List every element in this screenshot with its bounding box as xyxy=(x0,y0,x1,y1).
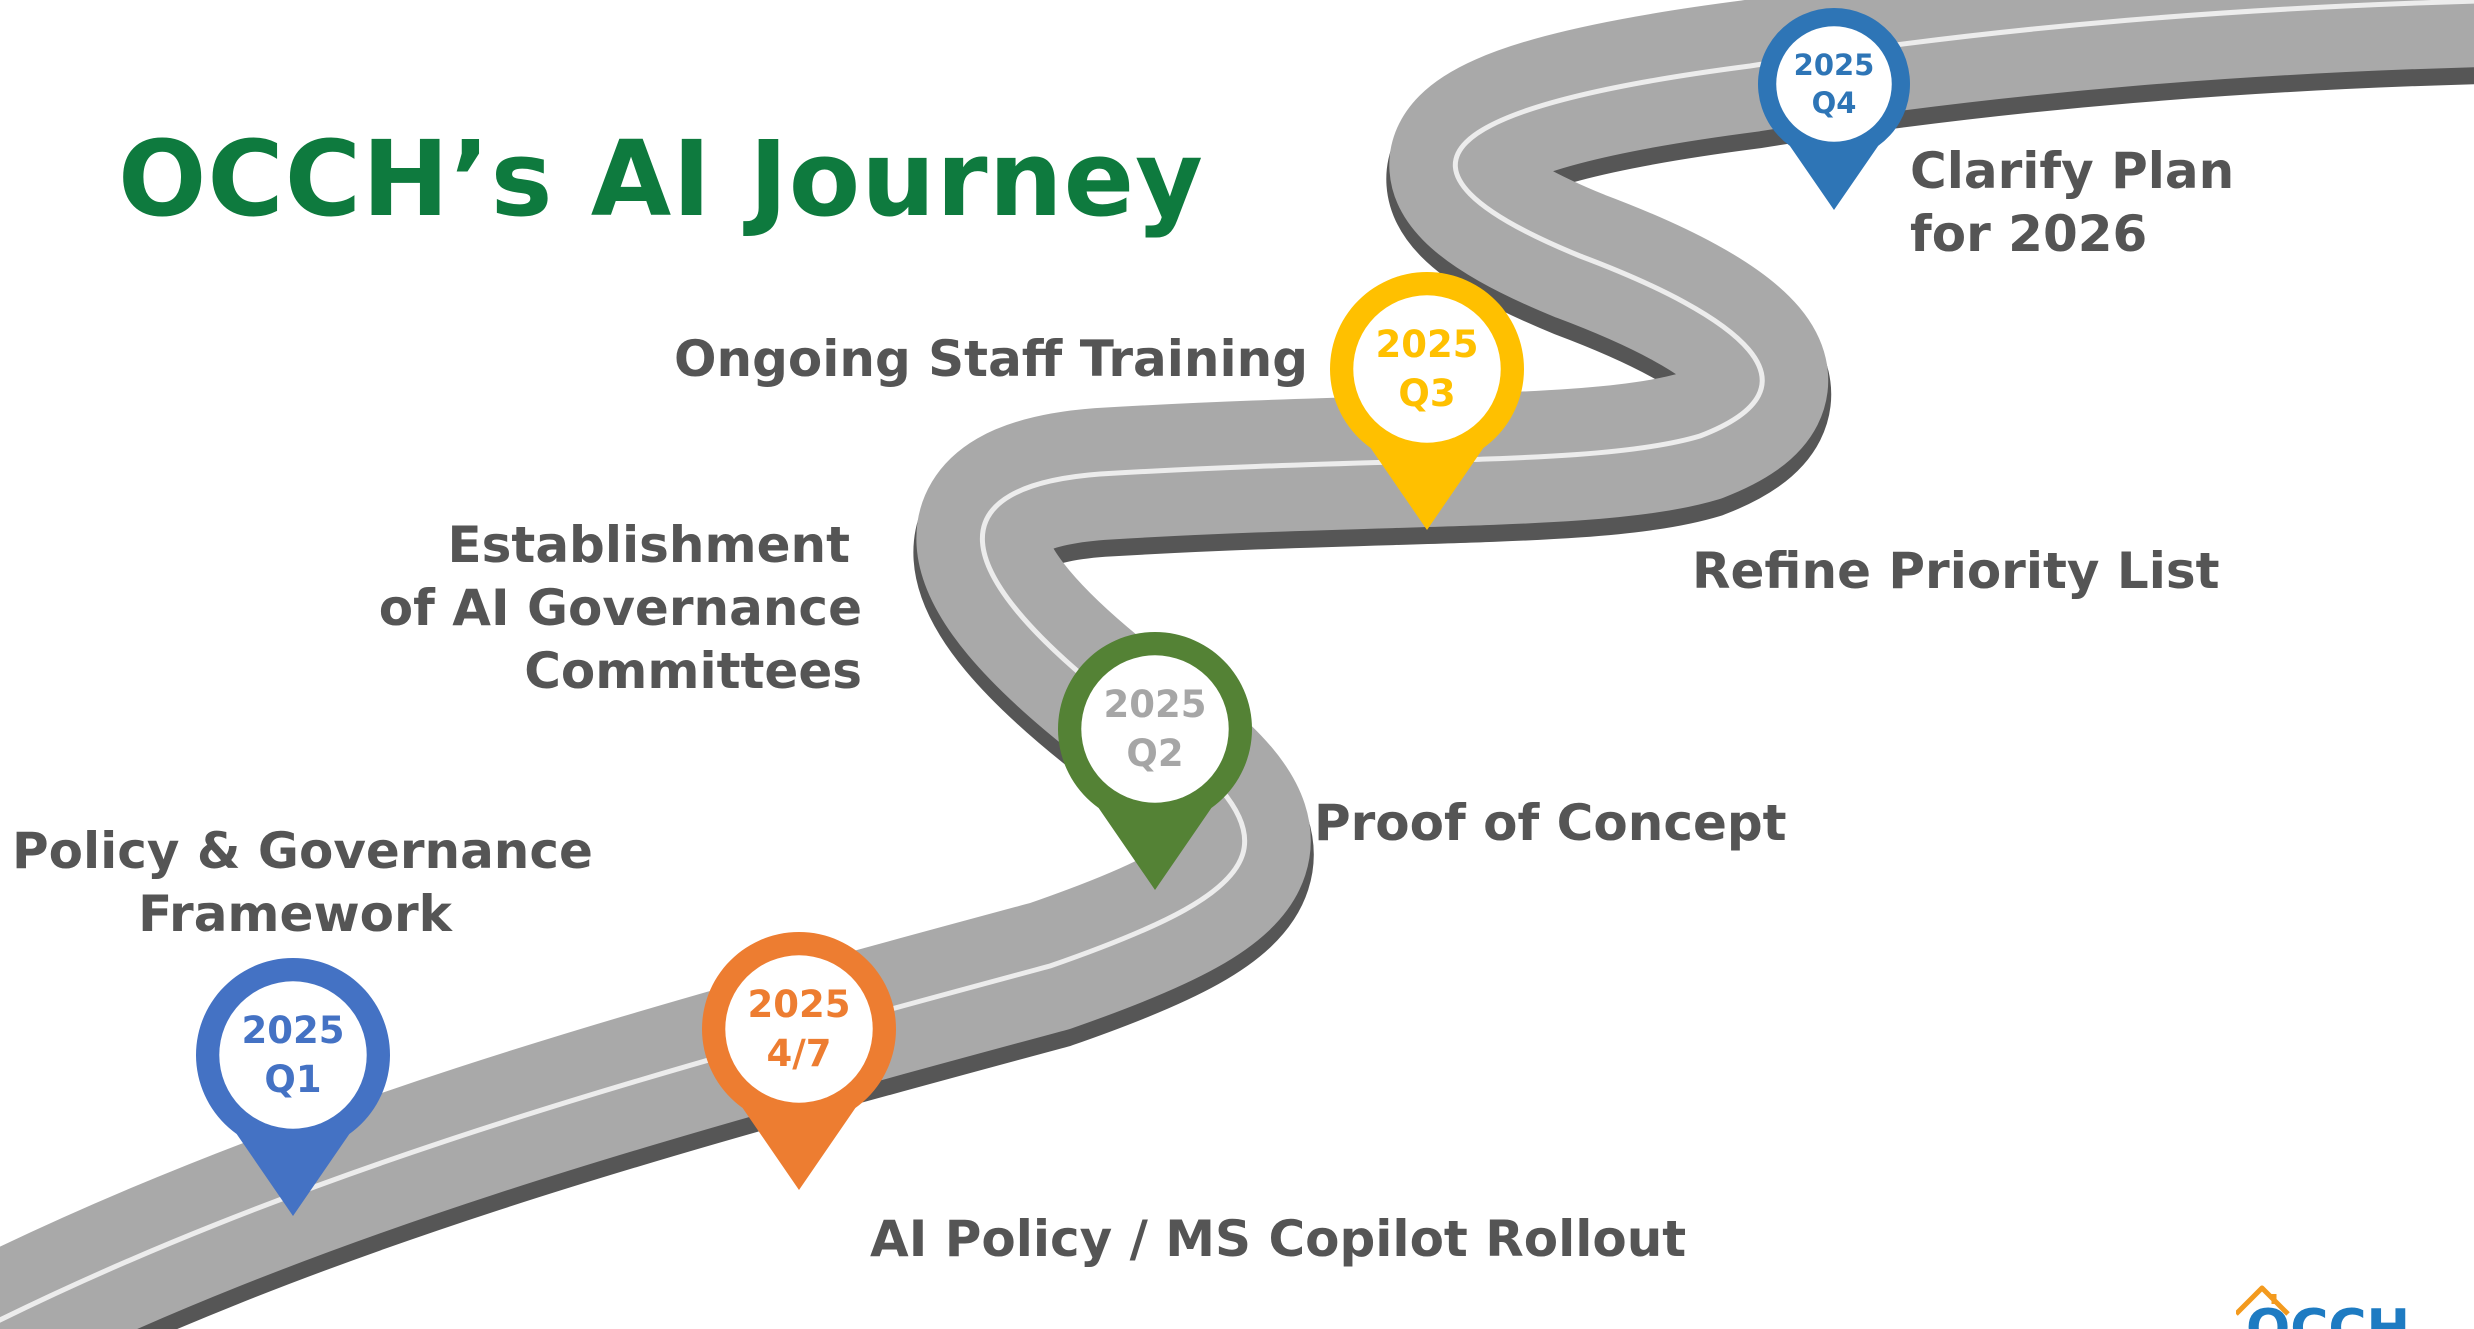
pin-marker-shape xyxy=(1330,272,1524,530)
pin-year: 2025 xyxy=(1103,683,1207,726)
label-line: Framework xyxy=(138,885,452,943)
label-clarify-plan-2026: Clarify Plan for 2026 xyxy=(1910,140,2234,266)
pin-marker-shape xyxy=(196,958,390,1216)
pin-period: Q3 xyxy=(1398,372,1456,415)
label-proof-of-concept: Proof of Concept xyxy=(1314,792,1787,855)
label-refine-priority-list: Refine Priority List xyxy=(1692,540,2220,603)
label-line: of AI Governance xyxy=(378,579,862,637)
occh-logo: OCCH xyxy=(2236,1285,2410,1329)
label-line: Ongoing Staff Training xyxy=(673,330,1308,388)
pin-year: 2025 xyxy=(241,1009,345,1052)
pin-inner-circle xyxy=(1353,295,1501,443)
label-line: Refine Priority List xyxy=(1692,542,2220,600)
map-pin-2025-4-7: 2025 4/7 xyxy=(702,932,896,1190)
label-line: Establishment xyxy=(447,516,851,574)
pin-inner-circle xyxy=(219,981,367,1129)
pin-inner-circle xyxy=(725,955,873,1103)
label-line: AI Policy / MS Copilot Rollout xyxy=(870,1210,1687,1268)
pin-marker-shape xyxy=(1758,8,1910,211)
label-line: for 2026 xyxy=(1910,205,2148,263)
pin-period: Q4 xyxy=(1811,86,1857,120)
pin-inner-circle xyxy=(1081,655,1229,803)
logo-text: OCCH xyxy=(2246,1299,2410,1329)
pin-period: Q2 xyxy=(1126,732,1184,775)
label-ai-policy-copilot-rollout: AI Policy / MS Copilot Rollout xyxy=(870,1208,1686,1271)
page-title: OCCH’s AI Journey xyxy=(118,118,1204,240)
label-ongoing-staff-training: Ongoing Staff Training xyxy=(674,328,1308,391)
pin-inner-circle xyxy=(1776,26,1892,142)
pin-date-label: 2025 4/7 xyxy=(702,980,896,1078)
pin-period: 4/7 xyxy=(766,1032,832,1075)
pin-year: 2025 xyxy=(1375,323,1479,366)
label-policy-governance-framework: Policy & Governance Framework xyxy=(12,820,593,946)
pin-period: Q1 xyxy=(264,1058,322,1101)
label-line: Committees xyxy=(524,642,862,700)
label-ai-governance-committees: Establishment of AI Governance Committee… xyxy=(379,514,862,703)
pin-marker-shape xyxy=(702,932,896,1190)
label-line: Proof of Concept xyxy=(1314,794,1787,852)
label-line: Clarify Plan xyxy=(1910,142,2235,200)
pin-marker-shape xyxy=(1058,632,1252,890)
house-roof-icon xyxy=(2236,1285,2290,1316)
label-line: Policy & Governance xyxy=(12,822,593,880)
pin-year: 2025 xyxy=(1793,48,1875,82)
pin-year: 2025 xyxy=(747,983,851,1026)
